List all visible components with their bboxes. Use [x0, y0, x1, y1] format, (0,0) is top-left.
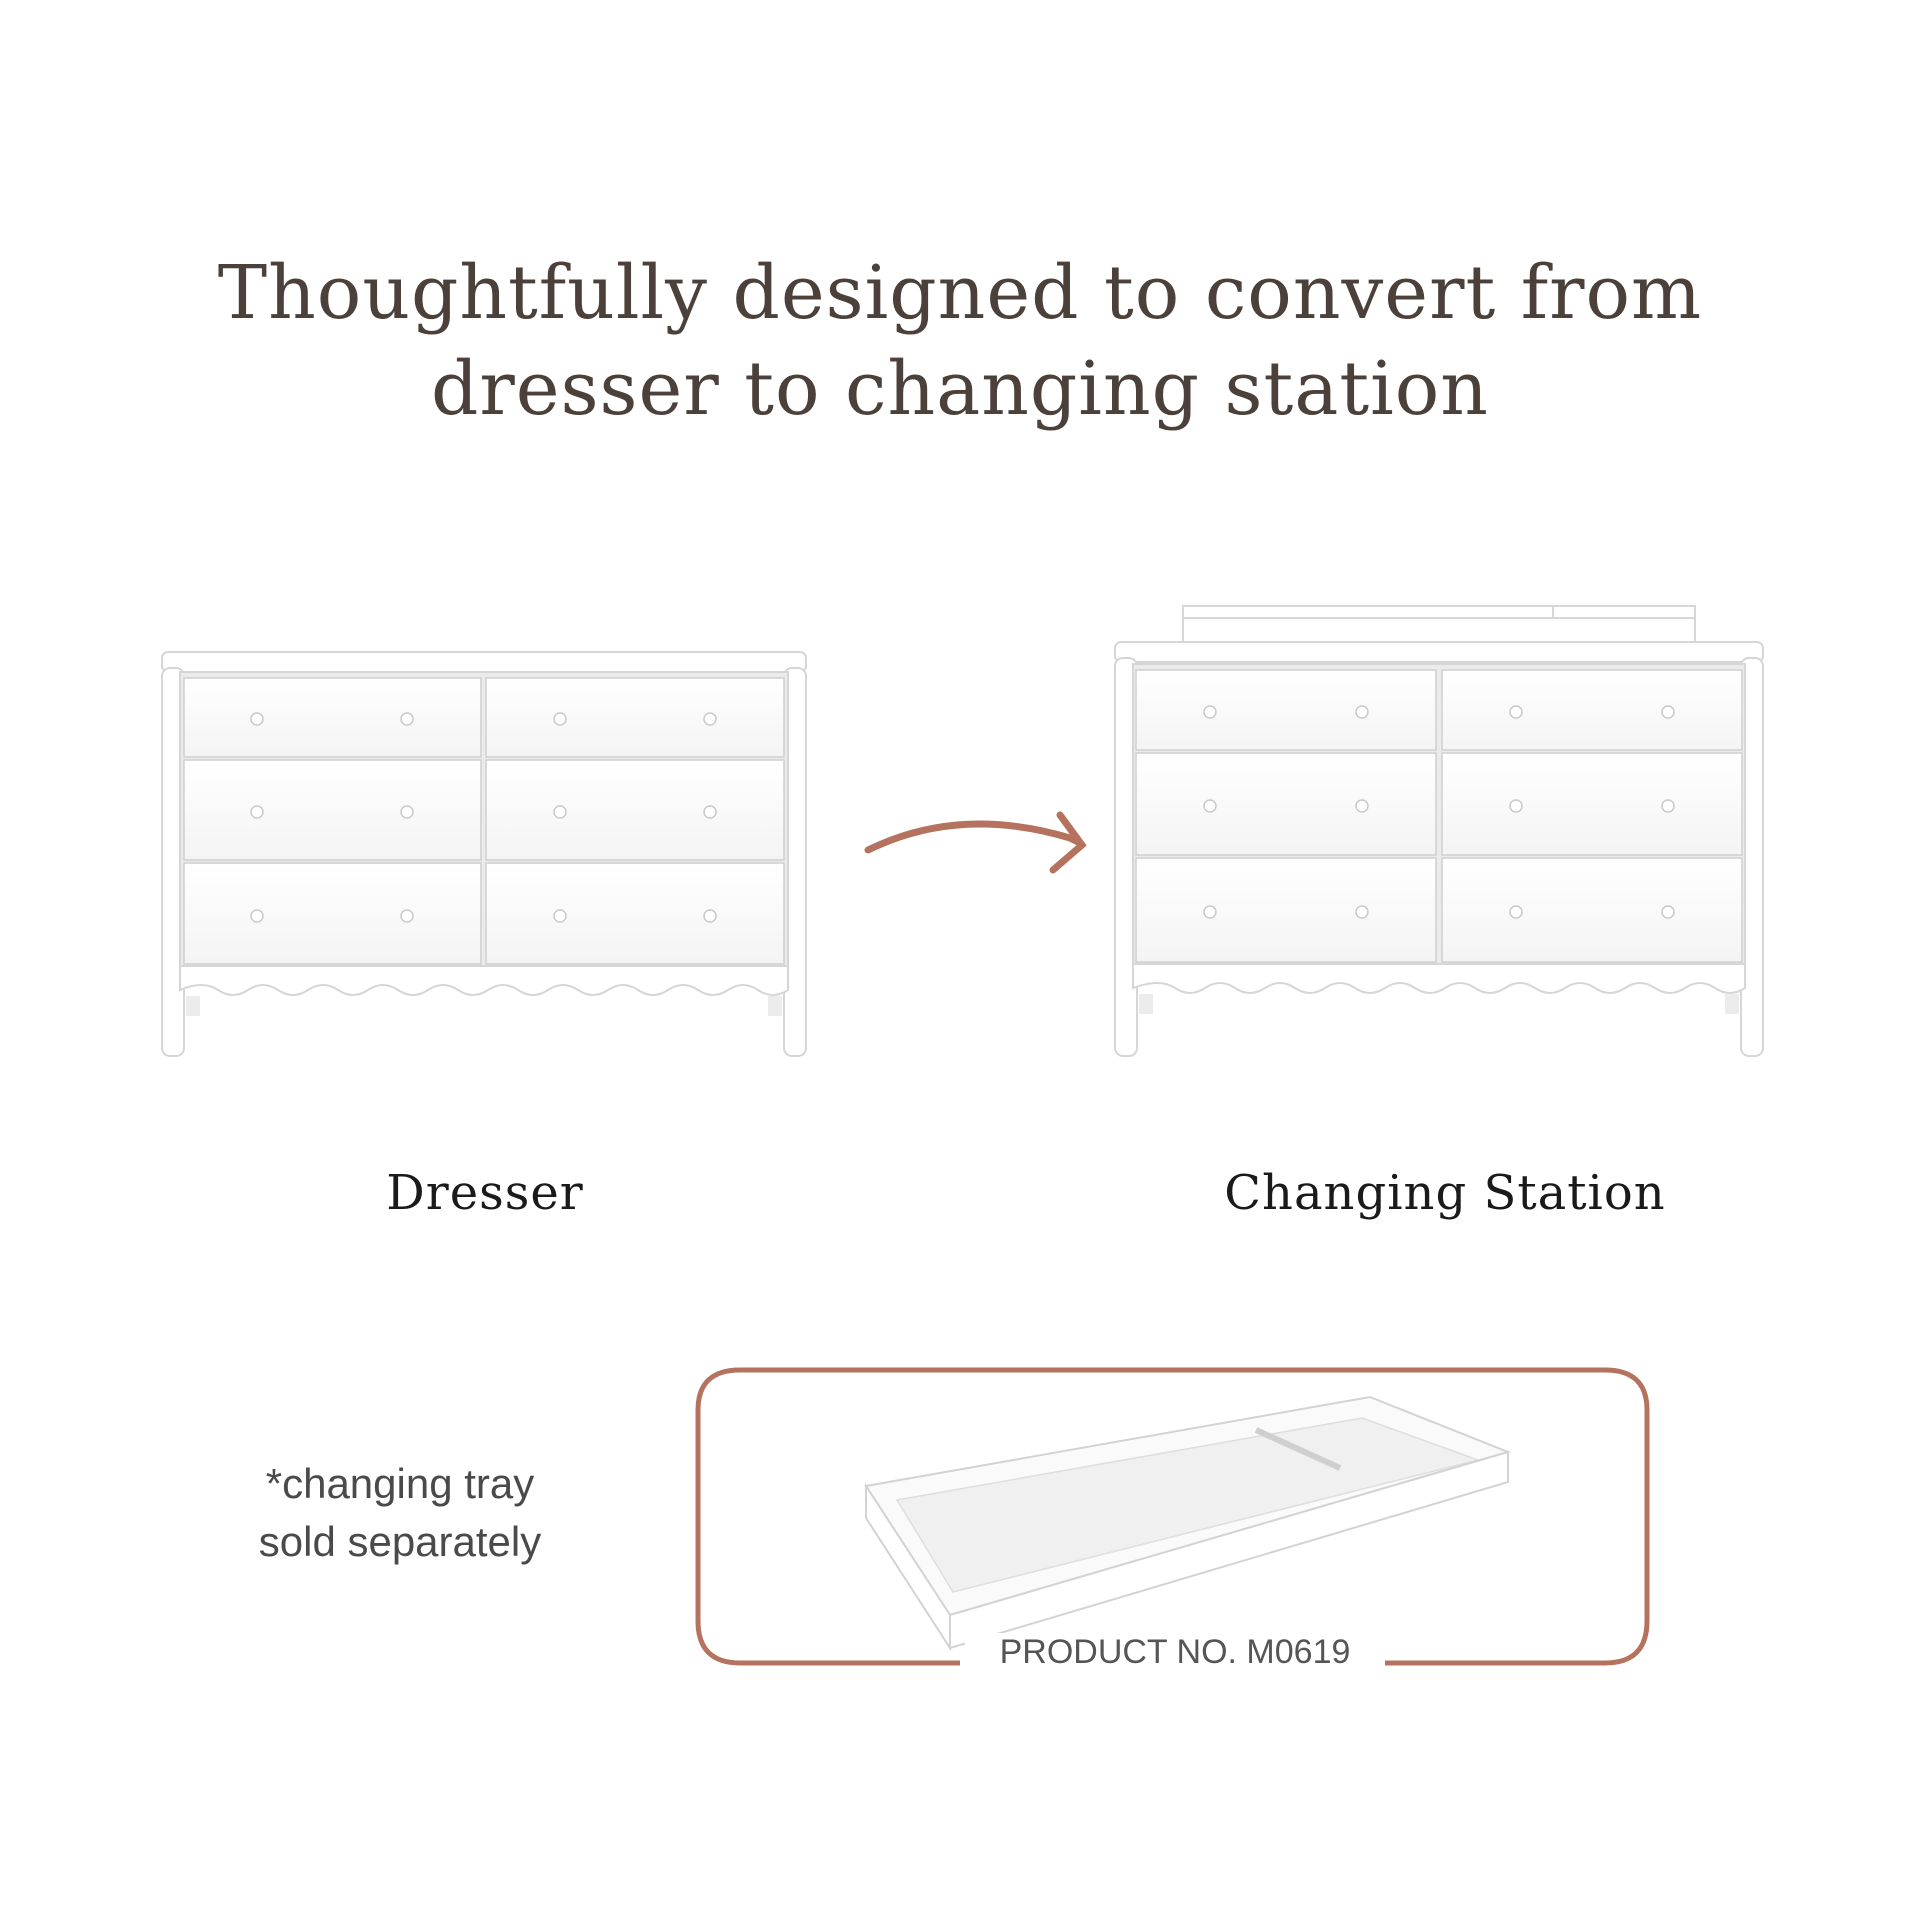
dresser-illustration: [161, 651, 807, 1057]
product-callout-frame: [695, 1367, 1650, 1666]
dresser-drawers: [183, 677, 785, 965]
product-number-label: PRODUCT NO. M0619: [965, 1633, 1385, 1672]
convert-arrow-icon: [864, 811, 1087, 874]
headline-line-1: Thoughtfully designed to convert from: [217, 250, 1703, 336]
changing-station-label: Changing Station: [1224, 1165, 1666, 1221]
changing-station-illustration: [1114, 605, 1764, 1057]
headline-line-2: dresser to changing station: [431, 346, 1489, 432]
changing-tray-illustration: [864, 1395, 1512, 1652]
page-title: Thoughtfully designed to convert from dr…: [0, 245, 1920, 437]
tray-sold-separately-note: *changing tray sold separately: [200, 1455, 600, 1571]
dresser-label: Dresser: [386, 1165, 584, 1221]
changing-station-drawers: [1135, 669, 1743, 963]
note-line-1: *changing tray: [265, 1460, 535, 1507]
note-line-2: sold separately: [258, 1518, 542, 1565]
